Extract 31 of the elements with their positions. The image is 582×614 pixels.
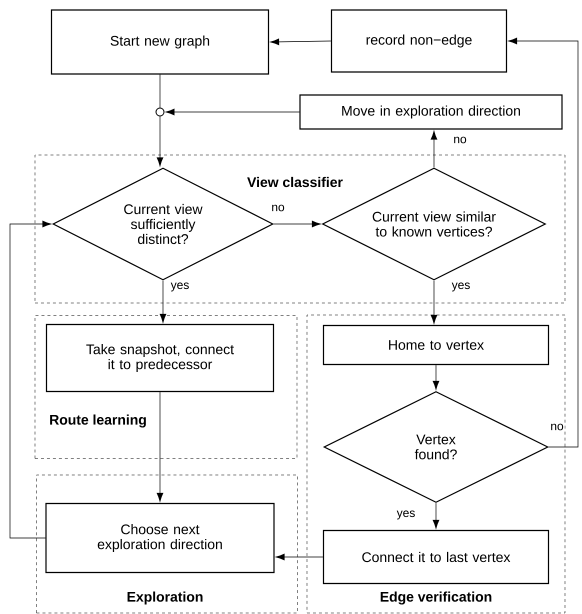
edge-label: yes	[170, 282, 189, 292]
arrow	[432, 502, 440, 529]
arrow	[156, 116, 164, 166]
arrow	[160, 280, 166, 323]
arrow	[430, 130, 438, 168]
arrow	[273, 220, 321, 228]
process-box: Home to vertex	[322, 324, 550, 366]
arrow	[166, 108, 300, 116]
section-heading: Exploration	[128, 592, 202, 604]
section-heading: Route learning	[50, 414, 146, 428]
process-box: Take snapshot, connect it to predecessor	[46, 324, 274, 392]
edge-label: no	[551, 424, 564, 430]
process-box: Start new graph	[50, 9, 270, 75]
section-heading: View classifier	[247, 176, 343, 188]
junction-circle	[156, 108, 164, 116]
arrow	[432, 364, 440, 390]
process-box: Connect it to last vertex	[322, 530, 550, 584]
arrow	[10, 220, 52, 538]
arrow	[508, 38, 578, 448]
edge-label: yes	[396, 510, 415, 520]
arrow	[270, 38, 332, 46]
process-box: Move in exploration direction	[299, 94, 563, 130]
arrow	[276, 554, 324, 560]
edge-label: no	[454, 136, 466, 144]
edge-label: no	[272, 204, 284, 212]
edge-label: yes	[452, 282, 470, 292]
process-box: Choose next exploration direction	[45, 502, 275, 574]
section-heading: Edge verification	[380, 591, 492, 605]
arrow	[430, 280, 438, 324]
arrow	[156, 392, 164, 502]
process-box: record non−edge	[330, 9, 508, 73]
